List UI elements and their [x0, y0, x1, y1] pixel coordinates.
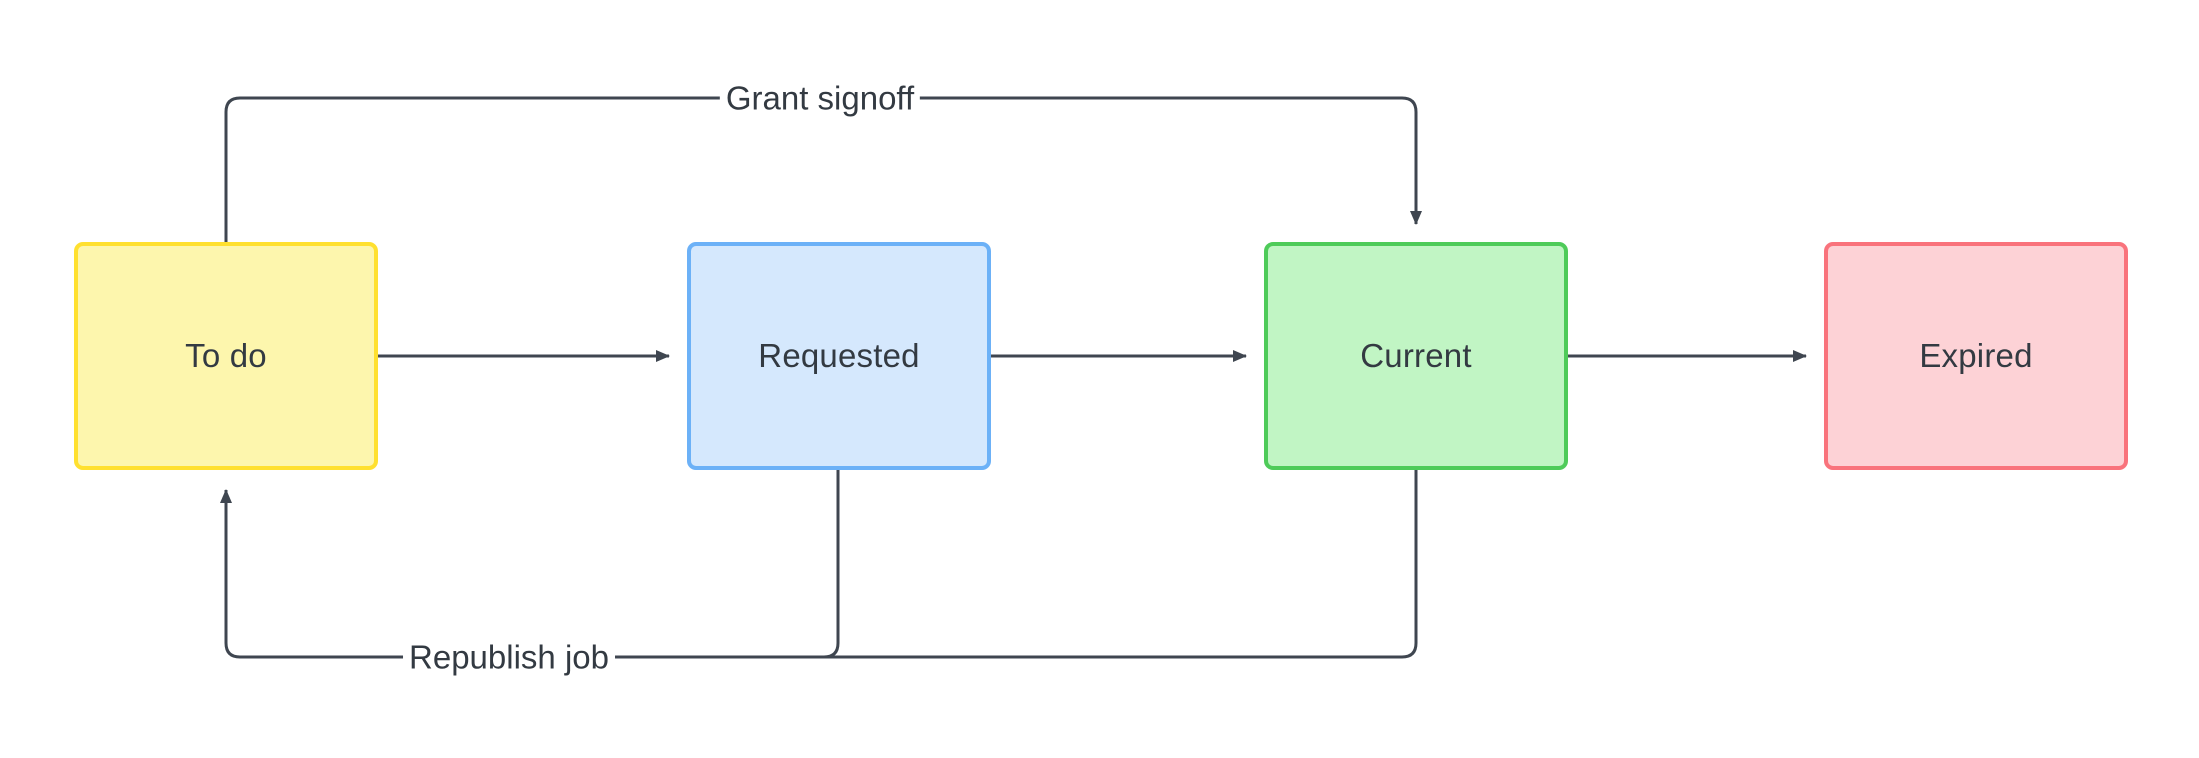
node-requested-label: Requested	[758, 337, 920, 374]
node-expired[interactable]: Expired	[1824, 242, 2128, 470]
node-todo-label: To do	[185, 337, 267, 374]
edge-label-republish-job: Republish job	[403, 640, 615, 674]
node-requested[interactable]: Requested	[687, 242, 991, 470]
node-expired-label: Expired	[1919, 337, 2033, 374]
edge-republish-job	[220, 470, 1418, 659]
edge-grant-signoff	[224, 96, 1422, 242]
node-todo[interactable]: To do	[74, 242, 378, 470]
node-current[interactable]: Current	[1264, 242, 1568, 470]
node-current-label: Current	[1360, 337, 1472, 374]
edge-requested-to-republish	[790, 470, 840, 659]
edge-label-grant-signoff: Grant signoff	[719, 81, 921, 115]
